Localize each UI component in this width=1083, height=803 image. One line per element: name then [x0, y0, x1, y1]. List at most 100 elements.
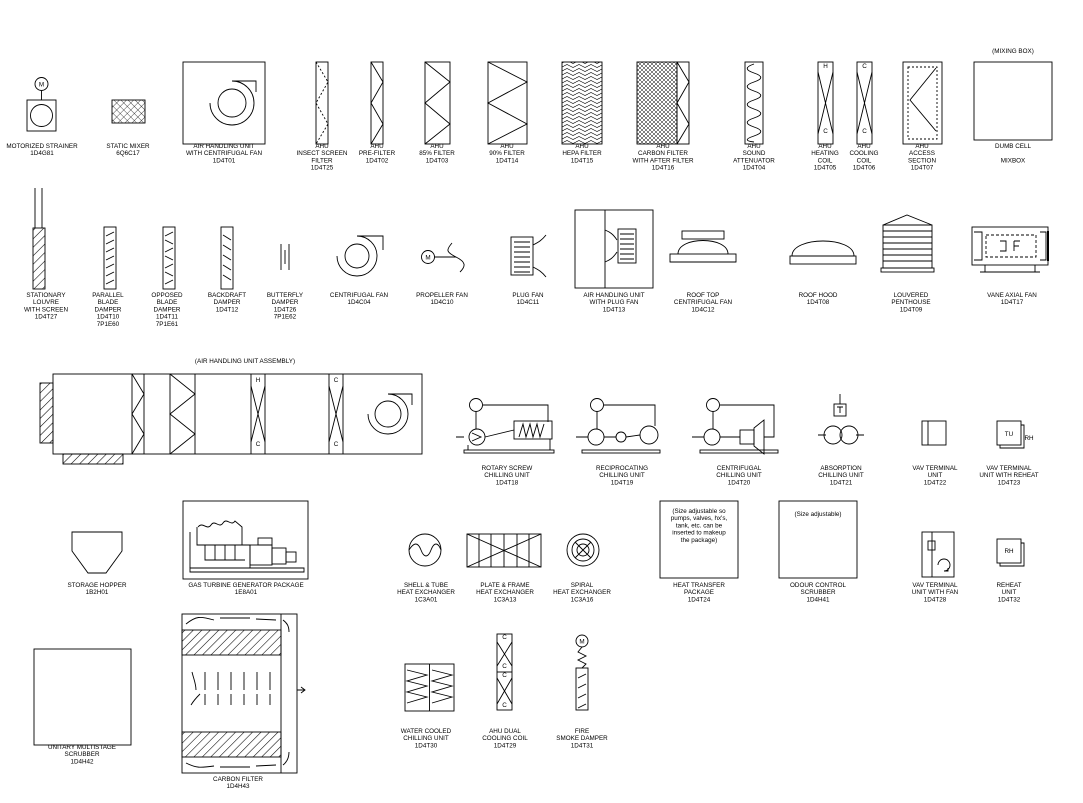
ahu-heating-coil-label: COIL — [818, 157, 833, 164]
rotary-screw-chilling-unit-label: CHILLING UNIT — [484, 472, 530, 479]
opposed-blade-damper-label: 7P1E61 — [156, 321, 179, 328]
ahu-carbon-filter-label: 1D4T16 — [652, 165, 675, 172]
centrifugal-chilling-unit-label: CHILLING UNIT — [716, 472, 762, 479]
carbon-filter-symbol — [181, 613, 306, 774]
centrifugal-fan-label: CENTRIFUGAL FAN — [330, 292, 389, 299]
unitary-multistage-scrubber-label: UNITARY MULTISTAGE — [48, 744, 116, 751]
ahu-insect-screen-filter-label: INSECT SCREEN — [297, 150, 348, 157]
vav-terminal-reheat-label: UNIT WITH REHEAT — [979, 472, 1038, 479]
parallel-blade-damper-label: PARALLEL — [92, 292, 124, 299]
ahu-access-section-label: SECTION — [908, 157, 936, 164]
heat-transfer-package-note: pumps, valves, hx's, — [671, 515, 728, 522]
spiral-hx-label: HEAT EXCHANGER — [553, 589, 611, 596]
spiral-hx-label: 1C3A16 — [571, 596, 594, 603]
ahu-heating-coil-mark: C — [823, 128, 828, 135]
roof-top-centrifugal-fan-label: 1D4C12 — [691, 306, 715, 313]
butterfly-damper-label: BUTTERFLY — [267, 292, 304, 299]
ahu-centrifugal-fan-symbol — [182, 61, 266, 145]
ahu-access-section-label: ACCESS — [909, 150, 935, 157]
stationary-louvre-label: 1D4T27 — [35, 314, 58, 321]
ahu-assembly-mark: C — [256, 441, 261, 448]
fire-smoke-damper-mark: M — [579, 639, 584, 646]
ahu-90-filter-label: 90% FILTER — [489, 150, 525, 157]
ahu-carbon-filter-label: AHU — [656, 143, 670, 150]
reciprocating-chilling-unit-label: 1D4T19 — [611, 479, 634, 486]
storage-hopper-label: 1B2H01 — [86, 589, 109, 596]
parallel-blade-damper-symbol — [103, 226, 117, 290]
rotary-screw-chiller-symbol — [456, 398, 555, 454]
backdraft-damper-symbol — [220, 226, 234, 290]
ahu-cooling-coil-label: 1D4T06 — [853, 165, 876, 172]
stationary-louvre-label: WITH SCREEN — [24, 306, 69, 313]
ahu-pre-filter-label: PRE-FILTER — [359, 150, 396, 157]
ahu-dual-cooling-coil-mark: C — [502, 702, 507, 709]
vav-terminal-reheat-symbol — [996, 420, 1025, 449]
ahu-cooling-coil-label: COIL — [857, 157, 872, 164]
vav-terminal-unit-label: VAV TERMINAL — [912, 465, 958, 472]
spiral-hx-symbol — [566, 533, 600, 567]
vane-axial-fan-symbol — [971, 226, 1049, 273]
ahu-cooling-coil-mark: C — [862, 63, 867, 70]
ahu-sound-attenuator-label: 1D4T04 — [743, 165, 766, 172]
ahu-pre-filter-label: AHU — [370, 143, 384, 150]
ahu-dual-cooling-coil-mark: C — [502, 634, 507, 641]
vav-terminal-fan-label: UNIT WITH FAN — [912, 589, 959, 596]
roof-top-fan-symbol — [669, 230, 737, 263]
ahu-centrifugal-fan-label: AIR HANDLING UNIT — [193, 143, 254, 150]
storage-hopper-label: STORAGE HOPPER — [67, 582, 126, 589]
spiral-hx-label: SPIRAL — [571, 582, 594, 589]
reheat-unit-label: 1D4T32 — [998, 596, 1021, 603]
parallel-blade-damper-label: BLADE — [98, 299, 119, 306]
parallel-blade-damper-label: 1D4T10 — [97, 314, 120, 321]
ahu-cooling-coil-symbol — [856, 61, 873, 145]
stationary-louvre-label: LOUVRE — [33, 299, 59, 306]
ahu-assembly-heading: (AIR HANDLING UNIT ASSEMBLY) — [195, 358, 295, 365]
ahu-dual-cooling-coil-label: COOLING COIL — [482, 735, 528, 742]
centrifugal-chilling-unit-label: 1D4T20 — [728, 479, 751, 486]
butterfly-damper-label: 1D4T26 — [274, 306, 297, 313]
ahu-heating-coil-mark: H — [823, 63, 828, 70]
heat-transfer-package-symbol — [659, 500, 739, 579]
reciprocating-chilling-unit-label: CHILLING UNIT — [599, 472, 645, 479]
ahu-plug-fan-label: 1D4T13 — [603, 306, 626, 313]
reheat-unit-mark: RH — [1004, 548, 1014, 555]
ahu-assembly-symbol — [39, 373, 423, 465]
opposed-blade-damper-label: 1D4T11 — [156, 314, 178, 321]
carbon-filter-label: 1D4H43 — [226, 783, 250, 790]
vav-terminal-unit-symbol — [921, 420, 947, 446]
ahu-insect-screen-filter-label: AHU — [315, 143, 329, 150]
plug-fan-label: 1D4C11 — [517, 299, 540, 306]
water-cooled-chilling-unit-label: 1D4T30 — [415, 742, 438, 749]
ahu-heating-coil-symbol — [817, 61, 834, 145]
ahu-insect-screen-filter-label: 1D4T25 — [311, 165, 334, 172]
shell-tube-hx-label: SHELL & TUBE — [404, 582, 448, 589]
heat-transfer-package-label: 1D4T24 — [688, 596, 711, 603]
water-cooled-chiller-symbol — [404, 663, 455, 712]
absorption-chilling-unit-label: CHILLING UNIT — [818, 472, 864, 479]
plate-frame-hx-label: 1C3A13 — [494, 596, 517, 603]
ahu-assembly-mark: H — [256, 377, 261, 384]
roof-top-centrifugal-fan-label: CENTRIFUGAL FAN — [674, 299, 733, 306]
dumb-cell-label: DUMB CELL — [995, 143, 1032, 150]
ahu-carbon-filter-label: WITH AFTER FILTER — [632, 157, 694, 164]
gas-turbine-generator-symbol — [182, 500, 309, 580]
ahu-sound-attenuator-label: AHU — [747, 143, 761, 150]
heat-transfer-package-note: inserted to makeup — [672, 530, 726, 537]
ahu-plug-fan-label: WITH PLUG FAN — [590, 299, 639, 306]
unitary-multistage-scrubber-label: 1D4H42 — [70, 758, 94, 765]
ahu-dual-cooling-coil-mark: C — [502, 672, 507, 679]
ahu-assembly-mark: C — [334, 377, 339, 384]
heat-transfer-package-note: tank, etc. can be — [676, 522, 723, 529]
propeller-fan-mark: M — [425, 255, 430, 262]
ahu-pre-filter-symbol — [370, 61, 384, 145]
odour-control-scrubber-note: (Size adjustable) — [795, 511, 842, 518]
reheat-unit-label: REHEAT — [996, 582, 1021, 589]
static-mixer-label: STATIC MIXER — [106, 143, 150, 150]
dumb-cell-heading: (MIXING BOX) — [992, 48, 1034, 55]
ahu-90-filter-symbol — [487, 61, 528, 145]
ahu-hepa-filter-label: AHU — [575, 143, 589, 150]
heat-transfer-package-note: the package) — [681, 537, 717, 544]
ahu-dual-cooling-coil-label: AHU DUAL — [489, 728, 521, 735]
centrifugal-fan-symbol — [336, 235, 384, 277]
